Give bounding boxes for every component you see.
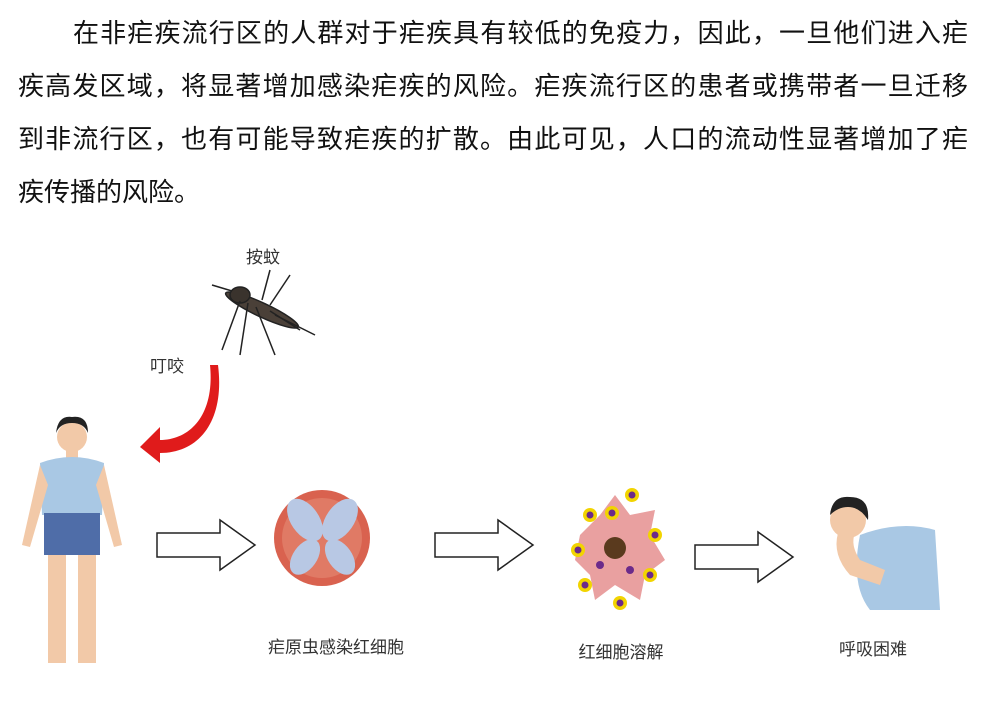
arrow-icon	[434, 518, 535, 572]
paragraph-line: 疾高发区域，将显著增加感染疟疾的风险。疟疾流行区的患者或携带者一旦迁移	[18, 72, 968, 102]
paragraph: 在非疟疾流行区的人群对于疟疾具有较低的免疫力，因此，一旦他们进入疟 疾高发区域，…	[18, 8, 968, 220]
bite-label: 叮咬	[150, 357, 184, 377]
arrow-icon	[156, 518, 257, 572]
mosquito-label: 按蚊	[246, 248, 280, 268]
mosquito-icon	[211, 269, 316, 356]
person-icon	[22, 416, 122, 663]
infection-label: 疟原虫感染红细胞	[268, 638, 404, 658]
symptom-label: 呼吸困难	[839, 640, 907, 660]
infected-red-cell-icon	[274, 490, 370, 586]
paragraph-line: 到非流行区，也有可能导致疟疾的扩散。由此可见，人口的流动性显著增加了疟	[18, 125, 968, 155]
malaria-transmission-figure: 按蚊 叮咬 疟原虫感染红细胞 红细胞溶解 呼吸困难	[0, 215, 985, 711]
lysed-cell-icon	[571, 488, 665, 610]
paragraph-line: 在非疟疾流行区的人群对于疟疾具有较低的免疫力，因此，一旦他们进入疟	[73, 19, 968, 49]
coughing-person-icon	[830, 496, 940, 610]
paragraph-line: 疾传播的风险。	[18, 178, 201, 208]
lysis-label: 红细胞溶解	[578, 643, 664, 663]
bite-arrow-icon	[140, 365, 220, 463]
arrow-icon	[694, 530, 795, 584]
